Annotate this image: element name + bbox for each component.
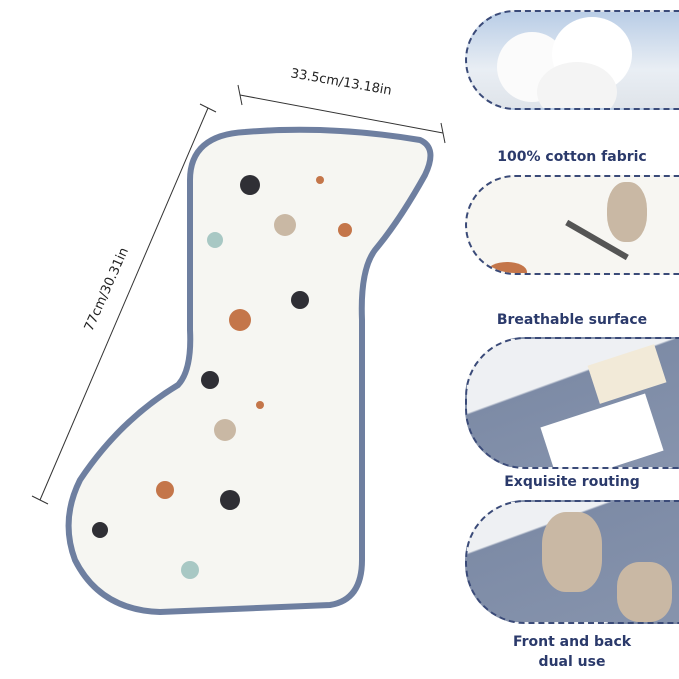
seat-liner xyxy=(65,126,434,616)
label-line-1: Front and back xyxy=(512,634,632,650)
feature-label-cotton: 100% cotton fabric xyxy=(497,149,647,165)
width-dimension-line xyxy=(237,84,446,144)
length-dimension-line xyxy=(31,103,217,505)
label-line-2: dual use xyxy=(538,654,606,670)
feature-label-breathable: Breathable surface xyxy=(496,312,648,328)
feature-image-cotton xyxy=(465,10,679,110)
feature-image-breathable xyxy=(465,175,679,275)
fabric-print-pattern xyxy=(92,175,352,579)
feature-label-routing: Exquisite routing xyxy=(504,474,640,490)
feature-image-dual-use xyxy=(465,500,679,624)
feature-label-dual-use: Front and back dual use xyxy=(465,632,679,672)
feature-image-routing xyxy=(465,337,679,469)
